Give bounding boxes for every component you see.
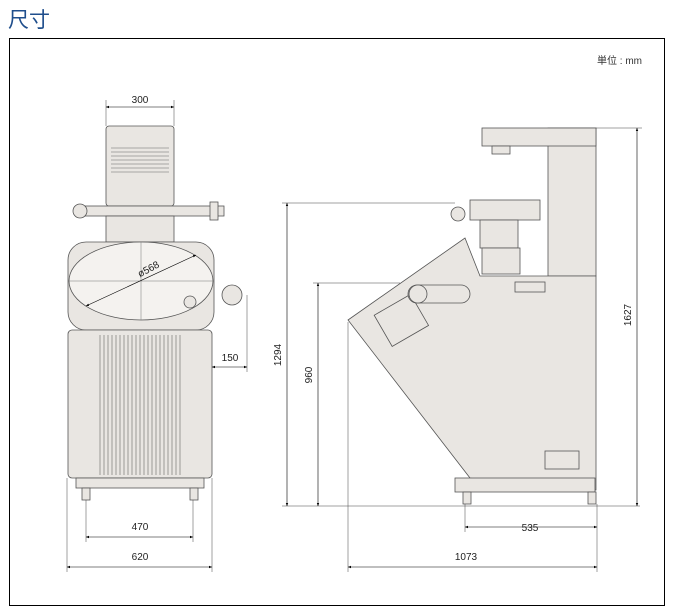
front-view bbox=[67, 125, 243, 501]
dim-1627: 1627 bbox=[623, 303, 634, 326]
drawing-frame: 単位 : mm bbox=[9, 38, 665, 606]
dim-620: 620 bbox=[132, 552, 149, 563]
dim-150: 150 bbox=[222, 353, 239, 364]
side-dimensions: 1294 960 1627 535 1073 bbox=[273, 127, 642, 572]
page-title: 尺寸 bbox=[8, 9, 50, 32]
dim-960: 960 bbox=[304, 366, 315, 383]
dim-300: 300 bbox=[132, 95, 149, 106]
dim-535: 535 bbox=[522, 523, 539, 534]
unit-label: 単位 : mm bbox=[597, 56, 642, 67]
dim-1294: 1294 bbox=[273, 343, 284, 366]
dim-1073: 1073 bbox=[455, 552, 478, 563]
side-view bbox=[347, 127, 597, 505]
dim-470: 470 bbox=[132, 522, 149, 533]
